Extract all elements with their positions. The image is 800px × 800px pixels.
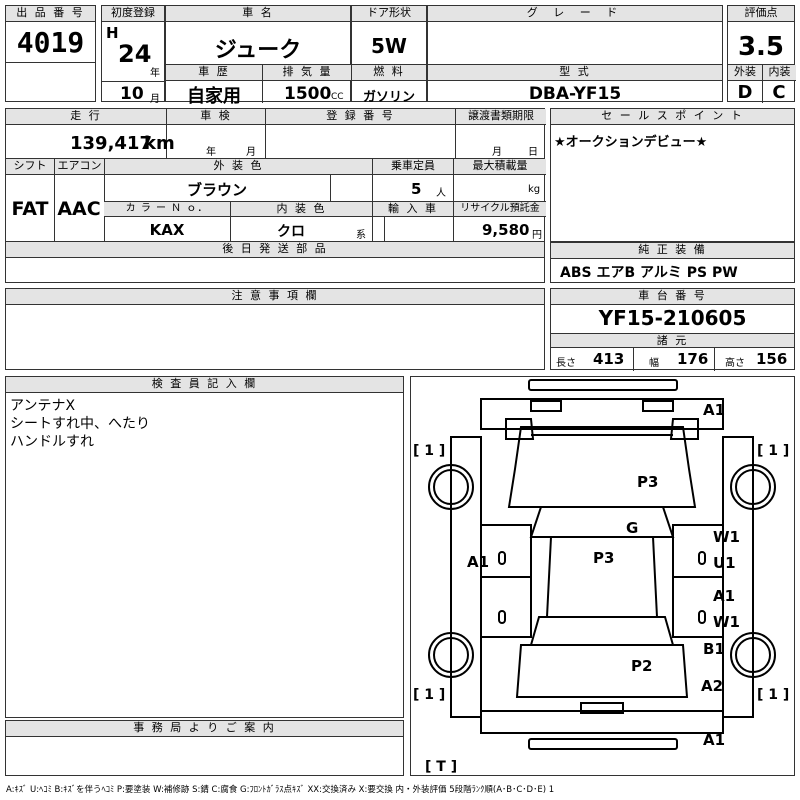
- model-label: 型 式: [428, 65, 722, 81]
- color-no-value: KAX: [149, 221, 185, 239]
- tire-fr: [ 1 ]: [757, 443, 789, 459]
- int-score: C: [772, 82, 786, 103]
- mark-right-rear-fender: B1: [703, 640, 725, 658]
- car-diagram: A1 P3 G P3 A1 W1 U1 A1 W1 B1 P2 A2 A1 [ …: [413, 379, 789, 775]
- ext-color-value: ブラウン: [186, 181, 247, 199]
- era: H: [106, 24, 119, 42]
- ext-score: D: [737, 82, 753, 103]
- grade-label: グ レ ー ド: [428, 6, 722, 22]
- inspection-label: 車 検: [166, 109, 265, 125]
- length-value: 413: [593, 350, 625, 368]
- recycle-label: リサイクル預託金: [453, 202, 546, 217]
- tire-spare: [ T ]: [425, 759, 457, 775]
- mark-glass: G: [626, 519, 638, 537]
- chassis-label: 車 台 番 号: [551, 289, 794, 305]
- fuel-value: ガソリン: [362, 90, 415, 105]
- transfer-label: 譲渡書類期限: [455, 109, 546, 125]
- car-name-label: 車 名: [166, 6, 350, 22]
- grade-box: グ レ ー ド 型 式 DBA-YF15: [427, 5, 723, 104]
- specs-label: 諸 元: [551, 334, 794, 348]
- ext-score-label: 外装: [728, 65, 762, 81]
- mileage-value: 139,417: [70, 133, 152, 154]
- first-reg-label: 初度登録: [102, 6, 164, 22]
- door-label: ドア形状: [352, 6, 426, 22]
- details-box: 走 行 車 検 登 録 番 号 譲渡書類期限 139,417 km 年 月 月 …: [5, 108, 546, 283]
- notes-box: 注 意 事 項 欄: [5, 288, 545, 370]
- int-score-label: 内装: [762, 65, 796, 81]
- sales-point-label: セ ー ル ス ポ イ ン ト: [551, 109, 794, 125]
- door-box: ドア形状 5W 燃 料 ガソリン: [351, 5, 427, 105]
- mark-bonnet: P3: [637, 473, 658, 491]
- aircon-label: エアコン: [54, 159, 104, 175]
- car-diagram-box: A1 P3 G P3 A1 W1 U1 A1 W1 B1 P2 A2 A1 [ …: [410, 376, 795, 776]
- office-label: 事 務 局 よ り ご 案 内: [6, 721, 403, 737]
- lot-number: 4019: [16, 26, 85, 59]
- mark-right-front-1: W1: [713, 528, 740, 546]
- score-value: 3.5: [737, 32, 785, 62]
- mark-left-door: A1: [467, 553, 489, 571]
- recycle-value: 9,580: [482, 221, 530, 239]
- first-reg-month: 10: [120, 84, 144, 104]
- mileage-label: 走 行: [6, 109, 166, 125]
- displacement-value: 1500: [284, 84, 332, 104]
- chassis-box: 車 台 番 号 YF15-210605 諸 元 長さ 413 幅 176 高さ …: [550, 288, 795, 371]
- ext-color-label: 外 装 色: [104, 159, 372, 175]
- aircon-value: AAC: [57, 198, 101, 220]
- later-parts-label: 後 日 発 送 部 品: [6, 242, 544, 258]
- fuel-label: 燃 料: [352, 65, 426, 81]
- mark-trunk: P2: [631, 657, 652, 675]
- inspector-label: 検 査 員 記 入 欄: [6, 377, 403, 393]
- sales-point-box: セ ー ル ス ポ イ ン ト ★オークションデビュー★: [550, 108, 795, 242]
- sales-point-value: ★オークションデビュー★: [554, 135, 708, 150]
- color-no-label: カ ラ ー Ｎ ｏ．: [104, 202, 230, 217]
- mark-roof: P3: [593, 549, 614, 567]
- mark-right-rear-2: W1: [713, 613, 740, 631]
- capacity-label: 乗車定員: [372, 159, 453, 175]
- notes-label: 注 意 事 項 欄: [6, 289, 544, 305]
- equipment-box: 純 正 装 備 ABS エアB アルミ PS PW: [550, 242, 795, 283]
- shift-label: シフト: [6, 159, 54, 175]
- mark-right-front-2: U1: [713, 554, 736, 572]
- int-color-label: 内 装 色: [230, 202, 372, 217]
- lot-label: 出 品 番 号: [6, 6, 95, 22]
- tire-fl: [ 1 ]: [413, 443, 445, 459]
- reg-no-label: 登 録 番 号: [265, 109, 455, 125]
- inspector-box: 検 査 員 記 入 欄 アンテナX シートすれ中、へたり ハンドルすれ: [5, 376, 404, 718]
- score-box: 評価点 3.5 外装 内装 D C: [727, 5, 796, 103]
- history-label: 車 歴: [166, 65, 262, 81]
- tire-rl: [ 1 ]: [413, 687, 445, 703]
- max-load-label: 最大積載量: [453, 159, 546, 175]
- width-value: 176: [677, 350, 709, 368]
- tire-rr: [ 1 ]: [757, 687, 789, 703]
- score-label: 評価点: [728, 6, 794, 22]
- equipment-value: ABS エアB アルミ PS PW: [560, 265, 738, 281]
- import-label: 輸 入 車: [372, 202, 453, 217]
- inspector-line-3: ハンドルすれ: [10, 434, 94, 450]
- office-box: 事 務 局 よ り ご 案 内: [5, 720, 404, 776]
- mark-right-rear-1: A1: [713, 587, 735, 605]
- legend: A:ｷｽﾞ U:ﾍｺﾐ B:ｷｽﾞを伴うﾍｺﾐ P:要塗装 W:補修跡 S:錆 …: [6, 785, 555, 795]
- car-name: ジューク: [214, 38, 302, 63]
- int-color-value: クロ: [277, 224, 305, 240]
- inspector-line-1: アンテナX: [10, 398, 76, 414]
- equipment-label: 純 正 装 備: [551, 243, 794, 259]
- mark-front: A1: [703, 401, 725, 419]
- chassis-value: YF15-210605: [598, 306, 747, 330]
- door-value: 5W: [371, 34, 407, 58]
- mark-rear: A1: [703, 731, 725, 749]
- capacity-value: 5: [411, 180, 422, 198]
- lot-box: 出 品 番 号 4019: [5, 5, 96, 102]
- first-reg-box: 初度登録 H 24 年 10 月: [101, 5, 165, 105]
- inspector-line-2: シートすれ中、へたり: [10, 416, 150, 432]
- model-value: DBA-YF15: [528, 84, 622, 104]
- history-value: 自家用: [187, 86, 241, 107]
- mark-rear-corner: A2: [701, 677, 723, 695]
- displacement-label: 排 気 量: [262, 65, 352, 81]
- car-name-box: 車 名 ジューク 車 歴 排 気 量 自家用 1500 CC: [165, 5, 352, 107]
- first-reg-year: 24: [118, 40, 152, 68]
- height-value: 156: [756, 350, 788, 368]
- shift-value: FAT: [11, 198, 49, 220]
